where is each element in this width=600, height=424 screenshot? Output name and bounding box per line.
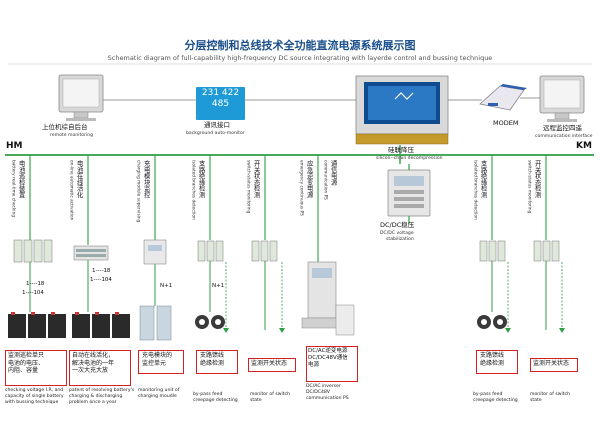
hm-bus-label: HM [6, 141, 23, 151]
col8-label-en: isolated branches detection [472, 160, 478, 220]
battery-bank-2 [72, 312, 130, 338]
desc-charging: monitoring unit of charging moudle [138, 388, 180, 399]
insulation-detector-modules [197, 240, 224, 262]
dcdc-label: DC/DC稳压 [380, 221, 415, 229]
battery-checker-modules [13, 239, 53, 263]
desc-battery-check: checking voltage I.R, and capacity of si… [5, 388, 64, 405]
box-inverter [306, 346, 358, 382]
col4-label-en: isolated branches detection [190, 160, 196, 220]
dcdc-label-en-1: DC/DC voltage [380, 231, 414, 236]
desc-switch: monitor of switch state [250, 392, 290, 403]
dcdc-label-en-2: stabilization [386, 237, 414, 242]
box-charging [138, 350, 184, 374]
current-sensor-group-1 [195, 315, 225, 329]
col6-label-en: emergency continuous PS [298, 160, 304, 216]
box-activation [69, 350, 131, 386]
remote-monitor-label-en: remote monitoring [50, 133, 94, 138]
col6-label: 应急逆变电源 [305, 160, 313, 198]
box-switch-text: 监测开关状态 [251, 360, 288, 367]
col1-label-en: battery real-time checking [10, 160, 16, 218]
col1-label: 电池巡检装置 [17, 160, 25, 198]
background-label: 通讯接口 [204, 121, 230, 129]
desc-insulation: by-pass feed creepage detecting [193, 392, 238, 403]
insulation-detector-modules-right [479, 240, 506, 262]
desc-switch-right: monitor of switch state [530, 392, 570, 403]
col7-label-en: communication PS [322, 160, 328, 200]
current-sensor-group-2 [477, 315, 507, 329]
modem-label: MODEM [493, 119, 519, 127]
interface-code-2: 485 [211, 99, 230, 110]
remote-interface-label-en: communication interface [535, 134, 593, 139]
page-title: 分层控制和总线技术全功能直流电源系统展示图 [184, 39, 416, 52]
silicon-label: 硅联降压 [388, 146, 414, 154]
count-n1: N+1 [160, 283, 173, 289]
box-insulation [196, 350, 238, 374]
remote-interface-label: 远程监控四遥 [543, 124, 582, 132]
silicon-chain-device [387, 169, 431, 217]
switch-monitor-modules [251, 240, 278, 262]
remote-monitor-icon [58, 74, 104, 121]
col2-label: 电池在线活化 [75, 160, 83, 198]
col8-label: 支路绝缘检测 [479, 160, 487, 198]
count-b2: 1----104 [90, 277, 112, 283]
count-a2: 1----104 [22, 290, 44, 296]
box-switch-right-text: 监测开关状态 [533, 360, 570, 367]
remote-interface-monitor-icon [539, 75, 585, 122]
box-activation-text: 自动在线活化， 解决电池的一年 一次大充大放 [72, 352, 115, 374]
box-switch [248, 358, 296, 372]
col3-label-en: charging module supervising [135, 160, 141, 223]
desc-inverter: DC/AC inverser DC/DC48V communication PS [306, 384, 349, 401]
desc-activation: patent of resolving battery's charging &… [69, 388, 135, 405]
col3-label: 充电模块监控 [142, 160, 150, 198]
silicon-label-en: silicon--chain decompression [376, 156, 443, 161]
activation-device [73, 245, 109, 261]
switch-monitor-modules-right [533, 240, 560, 262]
km-bus-label: KM [576, 141, 592, 151]
box-battery-check [5, 350, 67, 386]
box-insulation-right [476, 350, 518, 374]
box-switch-right [530, 358, 578, 372]
box-battery-check-text: 监测巡检单只 电池的电压、 内阻、容量 [8, 352, 45, 374]
col7-label: 通信电源 [329, 160, 337, 186]
remote-monitor-label: 上位机综自后台 [42, 123, 88, 131]
col2-label-en: on-line automatic activation [68, 160, 74, 221]
background-label-en: background auto-monitor [186, 131, 245, 136]
count-a1: 1----18 [26, 281, 45, 287]
page-subtitle: Schematic diagram of full-capability hig… [107, 54, 493, 62]
box-insulation-text: 支路馈线 绝缘检测 [200, 352, 225, 367]
central-controller-panel [355, 75, 449, 145]
count-b1: 1----18 [92, 268, 111, 274]
interface-code-box: 231 422 485 [196, 87, 245, 120]
col9-label-en: switch-status monitoring [526, 160, 532, 214]
col5-label-en: switch-status monitoring [245, 160, 251, 214]
modem-icon [479, 84, 527, 111]
col4-label: 支路绝缘检测 [197, 160, 205, 198]
interface-code-1: 231 422 [201, 88, 240, 98]
charging-supervisor-device [143, 239, 167, 265]
box-inverter-text: DC/AC逆变电源 DC/DC48V通信 电源 [308, 348, 348, 368]
battery-bank-1 [8, 312, 66, 338]
col5-label: 开关状态检测 [252, 160, 260, 198]
box-charging-text: 充电模块的 监控单元 [142, 352, 173, 367]
charging-modules [139, 305, 172, 341]
count-n2: N+1 [212, 283, 225, 289]
box-insulation-right-text: 支路馈线 绝缘检测 [480, 352, 505, 367]
inverter-rack [301, 261, 355, 336]
desc-insulation-right: by-pass feed creepage detecting [473, 392, 518, 403]
col9-label: 开关状态检测 [533, 160, 541, 198]
